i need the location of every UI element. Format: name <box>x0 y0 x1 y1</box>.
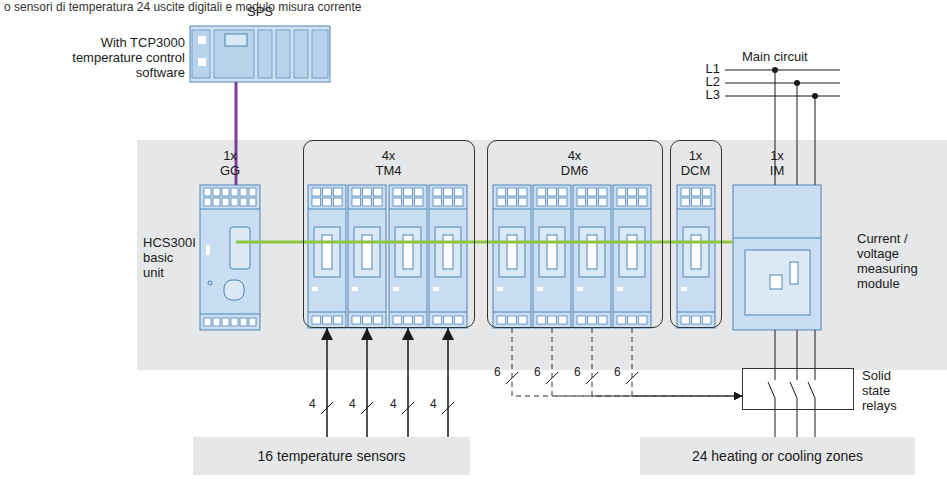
node-label: 1x IM <box>762 149 792 179</box>
module-symbol <box>493 185 531 328</box>
device-box: 1x IM <box>733 185 821 330</box>
bundle-slash <box>361 402 373 414</box>
connector <box>326 328 328 437</box>
system-bus <box>236 241 733 244</box>
bundle-slash <box>402 402 414 414</box>
system-panel <box>137 140 947 370</box>
module-group: 1x DCM <box>670 140 722 328</box>
connector <box>447 328 449 437</box>
connector <box>592 328 742 396</box>
device-box: SPS <box>190 26 330 82</box>
connector <box>407 328 409 437</box>
measuring-module-picture <box>733 185 821 330</box>
bundle-count: 4 <box>309 398 316 412</box>
module-symbol <box>348 185 386 328</box>
module-symbol <box>533 185 571 328</box>
node-label: 16 temperature sensors <box>199 448 464 464</box>
plc-picture <box>190 26 330 82</box>
module-symbol <box>573 185 611 328</box>
module-group: 4x TM4 <box>303 140 475 328</box>
annotation-label: HCS300I basic unit <box>143 236 197 281</box>
annotation-label: With TCP3000 temperature control softwar… <box>30 36 185 81</box>
node-label: 24 heating or cooling zones <box>646 448 909 464</box>
module-symbol <box>200 185 260 330</box>
connector <box>552 328 742 396</box>
bundle-count: 6 <box>574 366 581 380</box>
main-circuit-lines <box>725 67 840 185</box>
bundle-count: 4 <box>430 398 437 412</box>
bundle-count: 6 <box>534 366 541 380</box>
page-title: o sensori di temperatura 24 uscite digit… <box>4 1 362 15</box>
module-symbol <box>677 185 715 328</box>
module-symbol <box>389 185 427 328</box>
module-symbol <box>613 185 651 328</box>
annotation-label: Main circuit <box>742 50 832 65</box>
device-box: Solid state relays <box>742 368 854 410</box>
bundle-slash <box>546 372 558 384</box>
target-box: 16 temperature sensors <box>193 437 470 475</box>
bundle-count: 4 <box>349 398 356 412</box>
bundle-slash <box>442 402 454 414</box>
bundle-slash <box>321 402 333 414</box>
node-label: 4x TM4 <box>369 149 409 179</box>
bundle-count: 4 <box>390 398 397 412</box>
node-label: 1x DCM <box>676 149 716 179</box>
module-symbol <box>429 185 467 328</box>
bundle-slash <box>626 372 638 384</box>
node-label: 4x DM6 <box>555 149 595 179</box>
bundle-slash <box>586 372 598 384</box>
node-label: 1x GG <box>215 149 245 179</box>
node-label: Solid state relays <box>862 369 922 414</box>
device-box: 1x GG <box>200 185 260 330</box>
module-group: 4x DM6 <box>487 140 663 328</box>
annotation-label: L3 <box>696 88 720 103</box>
connector <box>775 330 815 368</box>
connector <box>366 328 368 437</box>
connector <box>512 328 742 396</box>
connector <box>775 410 815 437</box>
module-symbol <box>308 185 346 328</box>
bundle-slash <box>506 372 518 384</box>
connector <box>632 328 742 396</box>
relay-symbol <box>742 368 854 410</box>
bundle-count: 6 <box>494 366 501 380</box>
target-box: 24 heating or cooling zones <box>640 437 915 475</box>
annotation-label: Current / voltage measuring module <box>857 232 941 292</box>
bundle-count: 6 <box>614 366 621 380</box>
